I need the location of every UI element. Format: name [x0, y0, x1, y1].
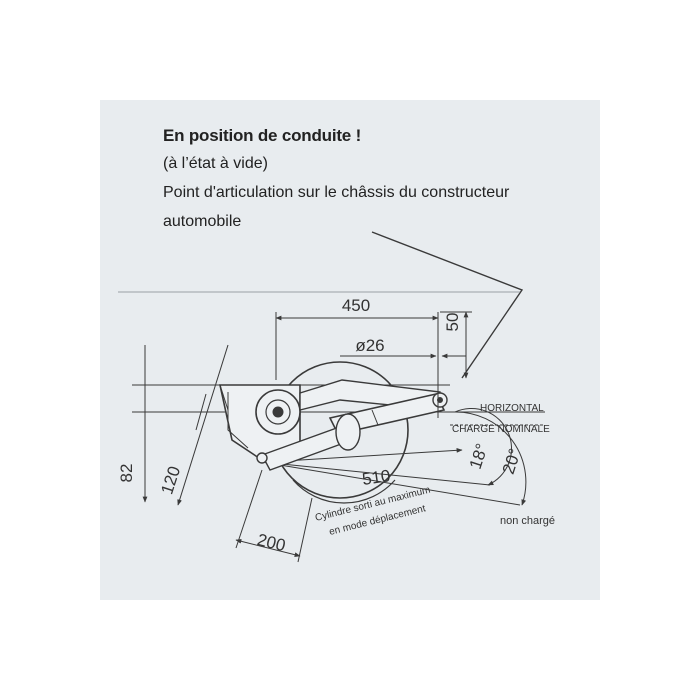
horizontal-label: HORIZONTAL: [480, 403, 544, 414]
dim-82-label: 82: [117, 464, 136, 483]
non-charge-label: non chargé: [500, 515, 555, 527]
angle-18-label: 18°: [466, 441, 492, 471]
dim-120-line: [177, 344, 229, 506]
dim-200-label: 200: [255, 530, 287, 555]
caption-line-1: (à l’état à vide): [163, 155, 268, 172]
angle-20-arc: [454, 411, 527, 506]
leader-line: [371, 231, 524, 379]
pivot-disc: [335, 413, 361, 451]
dim-120-label: 120: [157, 464, 184, 497]
dim-510-label: 510: [361, 466, 392, 489]
angle-18-arc: [454, 407, 513, 486]
diagram-panel: [100, 100, 600, 600]
dim-200-line: [235, 538, 301, 558]
angle-20-label: 20°: [499, 446, 525, 476]
dim-510-line: [267, 447, 463, 463]
charge-nominale-label: CHARGE NOMINALE: [452, 424, 550, 435]
caption-line-2: Point d'articulation sur le châssis du c…: [163, 184, 510, 201]
caption-line-3: automobile: [163, 213, 242, 230]
caption-title: En position de conduite !: [163, 126, 362, 145]
dim-50-label: 50: [443, 313, 462, 332]
dim-450-label: 450: [342, 296, 370, 315]
dim-26-label: ø26: [355, 336, 384, 355]
